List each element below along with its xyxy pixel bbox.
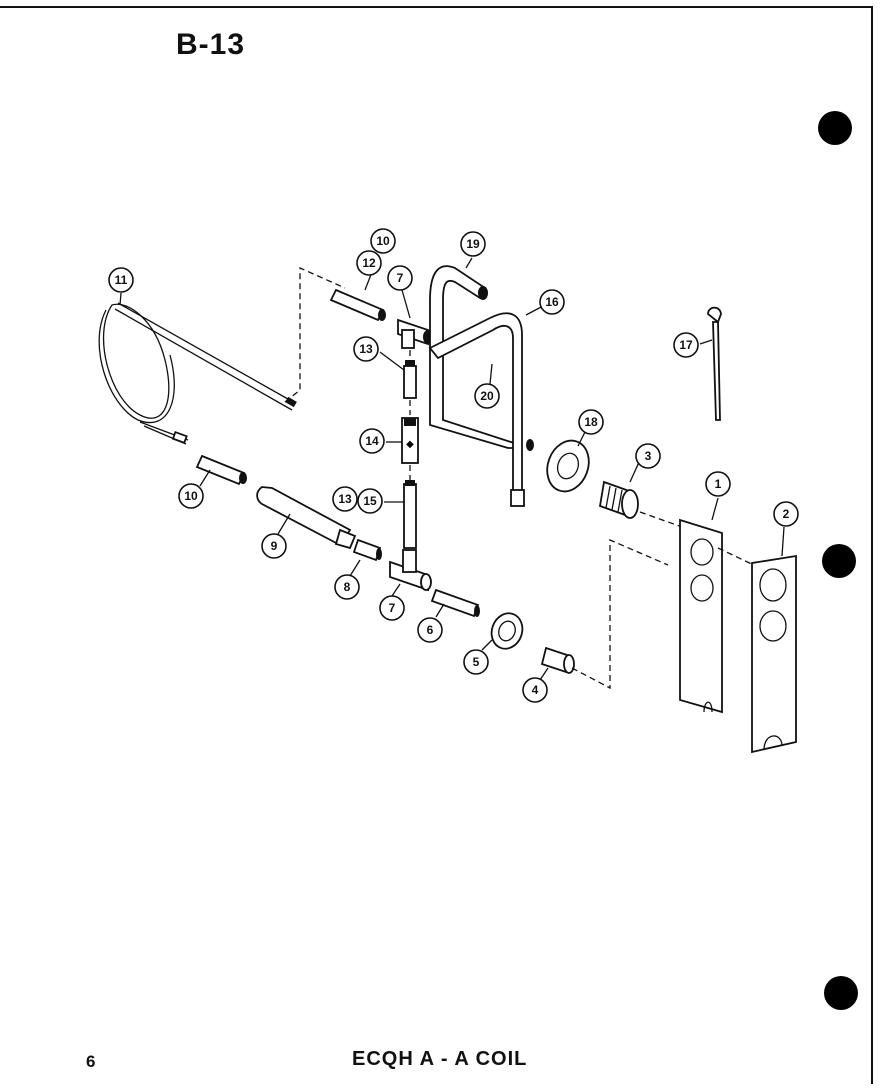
union-14: ◆ (401, 417, 419, 464)
callout-7-lower: 7 (379, 595, 405, 621)
page-title: B-13 (176, 28, 246, 61)
flange-18 (546, 439, 590, 493)
svg-text:13: 13 (338, 492, 352, 506)
svg-text:17: 17 (679, 338, 693, 352)
binder-hole-top (818, 111, 852, 145)
svg-text:16: 16 (545, 295, 559, 309)
footer-caption: ECQH A - A COIL (352, 1048, 528, 1070)
svg-text:19: 19 (466, 237, 480, 251)
callout-10-lower: 10 (178, 483, 204, 509)
cover-plate-2 (751, 554, 797, 754)
fitting-4 (540, 646, 575, 674)
tube-13-upper (403, 360, 417, 399)
svg-text:8: 8 (344, 580, 351, 594)
tube-10-lower (195, 454, 247, 486)
callout-19: 19 (460, 231, 486, 257)
svg-text:11: 11 (115, 273, 128, 287)
binder-hole-bottom (824, 976, 858, 1010)
callout-3: 3 (635, 443, 661, 469)
fitting-3 (598, 480, 639, 519)
svg-text:5: 5 (473, 655, 480, 669)
svg-text:◆: ◆ (406, 439, 414, 450)
callout-5: 5 (463, 649, 489, 675)
callout-4: 4 (522, 677, 548, 703)
svg-text:10: 10 (376, 234, 390, 248)
tee-fitting-upper (397, 318, 433, 349)
pin-17 (707, 306, 722, 421)
callout-7-upper: 7 (387, 265, 413, 291)
svg-text:7: 7 (389, 601, 396, 615)
callout-12: 12 (356, 250, 382, 276)
svg-text:6: 6 (427, 623, 434, 637)
callout-1: 1 (705, 471, 731, 497)
flange-5 (490, 612, 524, 650)
callout-13-upper: 13 (353, 336, 379, 362)
dashed-leader-plate (717, 547, 761, 569)
callout-18: 18 (578, 409, 604, 435)
filter-drier-9 (256, 486, 357, 550)
svg-text:10: 10 (184, 489, 198, 503)
svg-text:12: 12 (362, 256, 376, 270)
callout-11: 11 (108, 267, 134, 293)
tee-fitting-lower (389, 549, 432, 592)
callout-9: 9 (261, 533, 287, 559)
callout-17: 17 (673, 332, 699, 358)
page-number: 6 (86, 1052, 96, 1071)
svg-text:15: 15 (363, 494, 377, 508)
callout-8: 8 (334, 574, 360, 600)
dashed-leader-coil (284, 266, 346, 403)
callout-14: 14 (359, 428, 385, 454)
tube-15 (403, 480, 417, 549)
callout-20: 20 (474, 383, 500, 409)
callout-15: 15 (357, 488, 383, 514)
callout-16: 16 (539, 289, 565, 315)
mounting-bracket-1 (679, 518, 723, 714)
svg-text:9: 9 (271, 539, 278, 553)
dashed-leader-upper-bracket (639, 511, 686, 529)
svg-text:13: 13 (359, 342, 373, 356)
tube-assembly-19-16-20 (428, 265, 534, 507)
svg-text:4: 4 (532, 683, 539, 697)
tube-12 (329, 288, 386, 322)
tube-6 (430, 588, 480, 618)
coupling-8 (352, 538, 382, 562)
dashed-leader-lower-bracket (571, 539, 669, 690)
svg-text:2: 2 (783, 507, 790, 521)
capillary-tube-coil (98, 302, 297, 445)
svg-text:18: 18 (584, 415, 598, 429)
callout-13-lower: 13 (332, 486, 358, 512)
svg-text:14: 14 (365, 434, 379, 448)
binder-hole-middle (822, 544, 856, 578)
svg-text:7: 7 (397, 271, 404, 285)
callout-6: 6 (417, 617, 443, 643)
svg-text:3: 3 (645, 449, 652, 463)
callout-2: 2 (773, 501, 799, 527)
svg-text:1: 1 (715, 477, 722, 491)
callout-10-upper: 10 (370, 228, 396, 254)
svg-text:20: 20 (480, 389, 494, 403)
